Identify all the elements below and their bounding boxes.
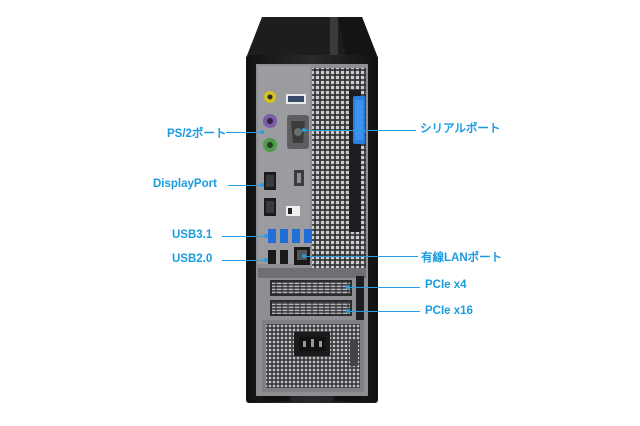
leader-serial-dot — [302, 128, 306, 132]
leader-usb31-dot — [264, 234, 268, 238]
leader-lan-dot — [302, 254, 306, 258]
leader-usb20-dot — [264, 258, 268, 262]
leader-pcie-x16 — [350, 311, 420, 312]
displayport-1[interactable] — [264, 172, 276, 190]
callout-ps2: PS/2ポート — [167, 128, 227, 140]
usb31-ports[interactable] — [268, 229, 312, 243]
callout-serial: シリアルポート — [420, 123, 501, 135]
leader-usb31 — [222, 236, 266, 237]
callout-usb20: USB2.0 — [172, 253, 213, 265]
leader-pcie-x16-dot — [346, 309, 350, 313]
case-top — [246, 17, 378, 58]
callout-pcie-x16: PCIe x16 — [425, 305, 473, 317]
power-inlet[interactable] — [294, 332, 330, 356]
leader-lan — [306, 256, 418, 257]
leader-displayport — [228, 185, 262, 186]
usb20-ports[interactable] — [268, 250, 288, 264]
leader-pcie-x4 — [350, 287, 420, 288]
leader-usb20 — [222, 260, 266, 261]
ps2-port-mouse[interactable] — [263, 114, 277, 128]
pcie-x4-slot[interactable] — [270, 280, 352, 296]
serial-port[interactable] — [287, 115, 309, 149]
callout-lan: 有線LANポート — [421, 252, 503, 264]
pcie-x16-slot[interactable] — [270, 300, 352, 316]
leader-ps2-dot — [260, 130, 264, 134]
leader-serial — [306, 130, 416, 131]
audio-jack[interactable] — [264, 91, 276, 103]
callout-usb31: USB3.1 — [172, 229, 213, 241]
leader-displayport-dot — [260, 183, 264, 187]
displayport-2[interactable] — [264, 198, 276, 216]
ps2-port-keyboard[interactable] — [263, 138, 277, 152]
callout-displayport: DisplayPort — [153, 178, 217, 190]
callout-pcie-x4: PCIe x4 — [425, 279, 467, 291]
leader-ps2 — [226, 132, 262, 133]
leader-pcie-x4-dot — [346, 285, 350, 289]
